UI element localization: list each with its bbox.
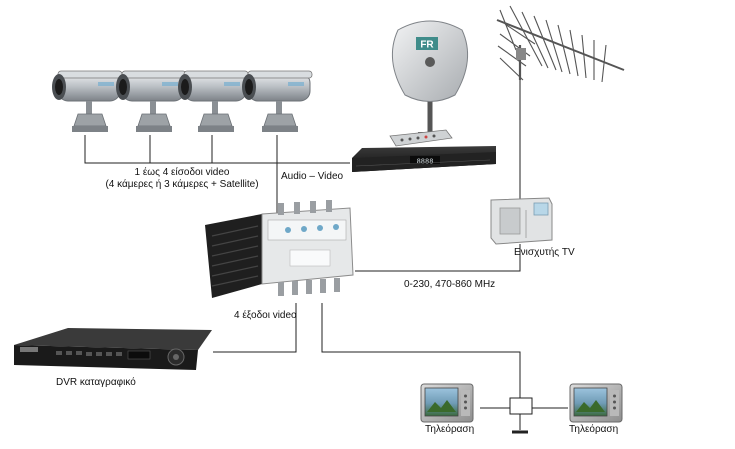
- cctv-camera-icon: [115, 70, 187, 133]
- dish-logo: FR: [420, 40, 434, 51]
- tv-amplifier-icon: [490, 197, 553, 245]
- cctv-camera-icon: [241, 70, 313, 133]
- cctv-camera-icon: [51, 70, 123, 133]
- television-icon: [420, 383, 474, 423]
- satellite-receiver-icon: 8888: [352, 129, 496, 172]
- cctv-camera-icon: [177, 70, 249, 133]
- tv-right-label: Τηλεόραση: [569, 424, 619, 435]
- frequency-label: 0-230, 470-860 MHz: [404, 279, 496, 290]
- splitter-icon: [509, 397, 533, 415]
- video-outputs-label: 4 έξοδοι video: [234, 310, 297, 321]
- dvr-recorder-icon: [14, 328, 212, 370]
- receiver-display: 8888: [417, 158, 434, 166]
- video-inputs-label: 1 έως 4 είσοδοι video (4 κάμερες ή 3 κάμ…: [82, 167, 282, 191]
- modulator-matrix-icon: [205, 200, 354, 298]
- audio-video-label: Audio – Video: [281, 171, 344, 182]
- video-inputs-line1: 1 έως 4 είσοδοι video: [134, 167, 230, 178]
- television-icon: [569, 383, 623, 423]
- video-inputs-line2: (4 κάμερες ή 3 κάμερες + Satellite): [105, 179, 259, 190]
- remote-control-icon: [389, 129, 453, 147]
- yagi-antenna-icon: [496, 5, 625, 83]
- amplifier-label: Ενισχυτής TV: [514, 247, 575, 258]
- tv-left-label: Τηλεόραση: [425, 424, 475, 435]
- satellite-dish-icon: FR: [391, 20, 469, 138]
- dvr-label: DVR καταγραφικό: [56, 377, 136, 388]
